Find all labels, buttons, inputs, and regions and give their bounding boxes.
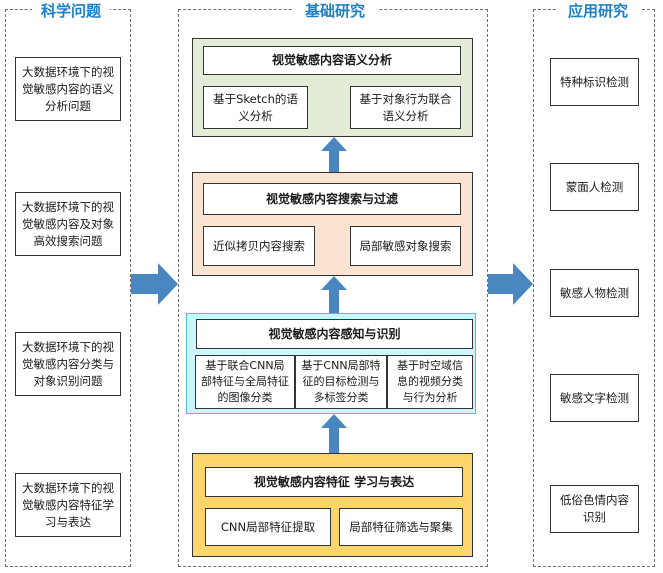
application-column-title: 应用研究 — [556, 0, 640, 21]
search-item-near-duplicate: 近似拷贝内容搜索 — [203, 226, 315, 266]
semantic-item-sketch: 基于Sketch的语义分析 — [203, 86, 308, 129]
science-question-search: 大数据环境下的视觉敏感内容及对象高效搜索问题 — [15, 192, 121, 256]
semantic-analysis-title: 视觉敏感内容语义分析 — [203, 46, 461, 75]
application-sensitive-person: 敏感人物检测 — [550, 269, 639, 317]
feature-item-selection-aggregation: 局部特征筛选与聚集 — [339, 508, 463, 546]
application-special-logo: 特种标识检测 — [550, 58, 639, 106]
recognition-item-object-detection: 基于CNN局部特征的目标检测与多标签分类 — [295, 355, 387, 409]
semantic-item-object-behavior: 基于对象行为联合语义分析 — [350, 86, 461, 129]
science-question-feature: 大数据环境下的视觉敏感内容特征学习与表达 — [15, 473, 121, 537]
up-arrow-icon — [321, 414, 347, 453]
up-arrow-icon — [321, 137, 347, 172]
recognition-title: 视觉敏感内容感知与识别 — [196, 319, 473, 349]
up-arrow-icon — [321, 276, 347, 313]
science-question-classification: 大数据环境下的视觉敏感内容分类与对象识别问题 — [15, 332, 121, 396]
feature-item-cnn-extraction: CNN局部特征提取 — [205, 508, 331, 546]
application-masked-person: 蒙面人检测 — [550, 163, 639, 211]
search-filter-title: 视觉敏感内容搜索与过滤 — [203, 183, 461, 215]
right-arrow-icon — [131, 263, 178, 305]
recognition-item-video-classification: 基于时空域信息的视频分类与行为分析 — [387, 355, 473, 409]
recognition-item-image-classification: 基于联合CNN局部特征与全局特征的图像分类 — [195, 355, 295, 409]
right-arrow-icon — [488, 263, 533, 305]
feature-learning-title: 视觉敏感内容特征 学习与表达 — [205, 467, 463, 497]
science-column-title: 科学问题 — [32, 0, 110, 21]
research-column-title: 基础研究 — [293, 0, 377, 21]
application-sensitive-text: 敏感文字检测 — [550, 374, 639, 422]
science-question-semantic: 大数据环境下的视觉敏感内容的语义分析问题 — [15, 57, 121, 121]
search-item-local-object: 局部敏感对象搜索 — [350, 226, 461, 266]
application-vulgar-content: 低俗色情内容识别 — [550, 485, 639, 533]
